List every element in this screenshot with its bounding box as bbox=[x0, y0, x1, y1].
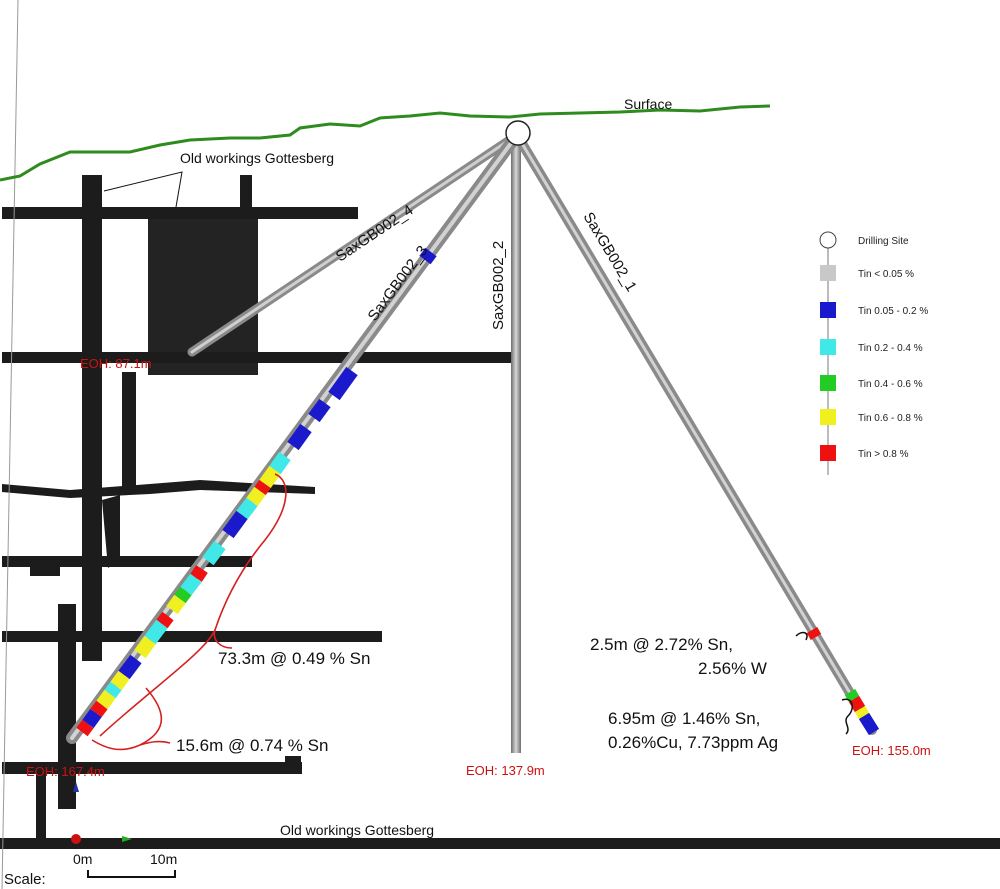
intercept-6-95m-line2: 0.26%Cu, 7.73ppm Ag bbox=[608, 733, 778, 752]
shaft-short bbox=[122, 372, 136, 492]
hole-saxgb002-2 bbox=[511, 135, 521, 753]
assay-interval bbox=[328, 366, 358, 401]
intercept-6-95m-line1: 6.95m @ 1.46% Sn, bbox=[608, 709, 760, 728]
old-workings-bottom-label: Old workings Gottesberg bbox=[280, 822, 434, 838]
assay-intervals-hole-1 bbox=[806, 627, 880, 736]
origin-marker bbox=[71, 834, 81, 844]
legend-label-4: Tin 0.4 - 0.6 % bbox=[858, 379, 923, 390]
axis-arrow-icon bbox=[122, 836, 132, 842]
legend-label-6: Tin > 0.8 % bbox=[858, 449, 909, 460]
scale-ten: 10m bbox=[150, 851, 177, 867]
assay-intervals-hole-3 bbox=[76, 247, 437, 737]
old-workings-leader bbox=[103, 171, 183, 208]
assay-interval bbox=[236, 497, 258, 520]
assay-interval bbox=[144, 619, 168, 645]
level-2 bbox=[2, 352, 512, 363]
assay-interval bbox=[76, 719, 94, 737]
legend-label-1: Tin < 0.05 % bbox=[858, 269, 914, 280]
assay-interval bbox=[202, 540, 226, 566]
assay-interval bbox=[848, 695, 866, 713]
raise-lower bbox=[36, 772, 46, 840]
level-6 bbox=[2, 762, 302, 774]
assay-interval bbox=[190, 565, 208, 582]
assay-interval bbox=[246, 486, 266, 507]
legend-label-5: Tin 0.6 - 0.8 % bbox=[858, 413, 923, 424]
legend-label-0: Drilling Site bbox=[858, 236, 909, 247]
assay-interval bbox=[110, 670, 130, 691]
scale-zero: 0m bbox=[73, 851, 92, 867]
shaft-main bbox=[82, 175, 102, 661]
assay-interval bbox=[180, 573, 202, 596]
level-1 bbox=[2, 207, 358, 219]
assay-interval bbox=[806, 627, 822, 640]
assay-interval bbox=[118, 654, 142, 680]
intercept-curls bbox=[795, 631, 853, 735]
assay-interval bbox=[308, 398, 331, 423]
intercept-2-5m-line2: 2.56% W bbox=[698, 659, 767, 678]
assay-interval bbox=[222, 510, 248, 539]
assay-interval bbox=[858, 712, 880, 736]
intercept-brackets bbox=[91, 473, 287, 751]
eoh-label-saxgb002-1: EOH: 155.0m bbox=[852, 743, 931, 758]
hole-label-saxgb002-2: SaxGB002_2 bbox=[490, 241, 507, 330]
bottom-level bbox=[0, 838, 1000, 849]
eoh-label-saxgb002-2: EOH: 137.9m bbox=[466, 763, 545, 778]
assay-interval bbox=[259, 465, 281, 489]
assay-interval bbox=[854, 706, 870, 719]
assay-interval bbox=[269, 451, 291, 475]
level-4 bbox=[2, 556, 252, 567]
section-edge bbox=[1, 0, 19, 889]
level-5 bbox=[2, 631, 382, 642]
legend-label-2: Tin 0.05 - 0.2 % bbox=[858, 306, 928, 317]
eoh-label-saxgb002-3: EOH: 167.4m bbox=[26, 764, 105, 779]
eoh-label-saxgb002-4: EOH: 87.1m bbox=[80, 356, 152, 371]
level-3 bbox=[2, 480, 315, 498]
assay-interval bbox=[174, 586, 192, 604]
assay-interval bbox=[254, 479, 271, 496]
surface-line bbox=[0, 104, 771, 182]
bracket-73m bbox=[99, 473, 287, 737]
legend-swatch-2 bbox=[820, 302, 836, 318]
assay-interval bbox=[134, 635, 156, 659]
legend-swatch-3 bbox=[820, 339, 836, 355]
level-4-stub bbox=[30, 566, 60, 576]
legend-swatch-1 bbox=[820, 265, 836, 281]
intercept-73m: 73.3m @ 0.49 % Sn bbox=[218, 649, 370, 668]
winze bbox=[102, 495, 120, 568]
intercept-2-5m-line1: 2.5m @ 2.72% Sn, bbox=[590, 635, 733, 654]
legend-swatch-4 bbox=[820, 375, 836, 391]
assay-interval bbox=[90, 700, 108, 718]
surface-label: Surface bbox=[624, 96, 672, 112]
assay-interval bbox=[166, 594, 186, 615]
level-6-stub bbox=[285, 756, 301, 768]
hole-label-saxgb002-3: SaxGB002_3 bbox=[365, 243, 432, 325]
legend-swatch-5 bbox=[820, 409, 836, 425]
shaft-lower bbox=[58, 604, 76, 809]
assay-interval bbox=[419, 247, 437, 265]
intercept-15m: 15.6m @ 0.74 % Sn bbox=[176, 736, 328, 755]
assay-interval bbox=[844, 689, 860, 702]
scale-bar-line bbox=[87, 870, 176, 878]
assay-interval bbox=[287, 423, 312, 451]
scale-label: Scale: bbox=[4, 871, 46, 888]
legend-drilling-site-icon bbox=[819, 231, 837, 249]
legend-label-3: Tin 0.2 - 0.4 % bbox=[858, 343, 923, 354]
old-workings-top-label: Old workings Gottesberg bbox=[180, 150, 334, 166]
assay-interval bbox=[82, 708, 102, 729]
drilling-site-marker bbox=[505, 120, 531, 146]
legend-swatch-6 bbox=[820, 445, 836, 461]
scale-bar: Scale: 0m 10m bbox=[4, 782, 177, 888]
legend: Drilling Site Tin < 0.05 % Tin 0.05 - 0.… bbox=[819, 231, 928, 475]
assay-interval bbox=[104, 681, 122, 699]
assay-interval bbox=[96, 689, 116, 710]
assay-interval bbox=[156, 611, 174, 629]
axis-arrow-up-icon bbox=[73, 782, 79, 792]
